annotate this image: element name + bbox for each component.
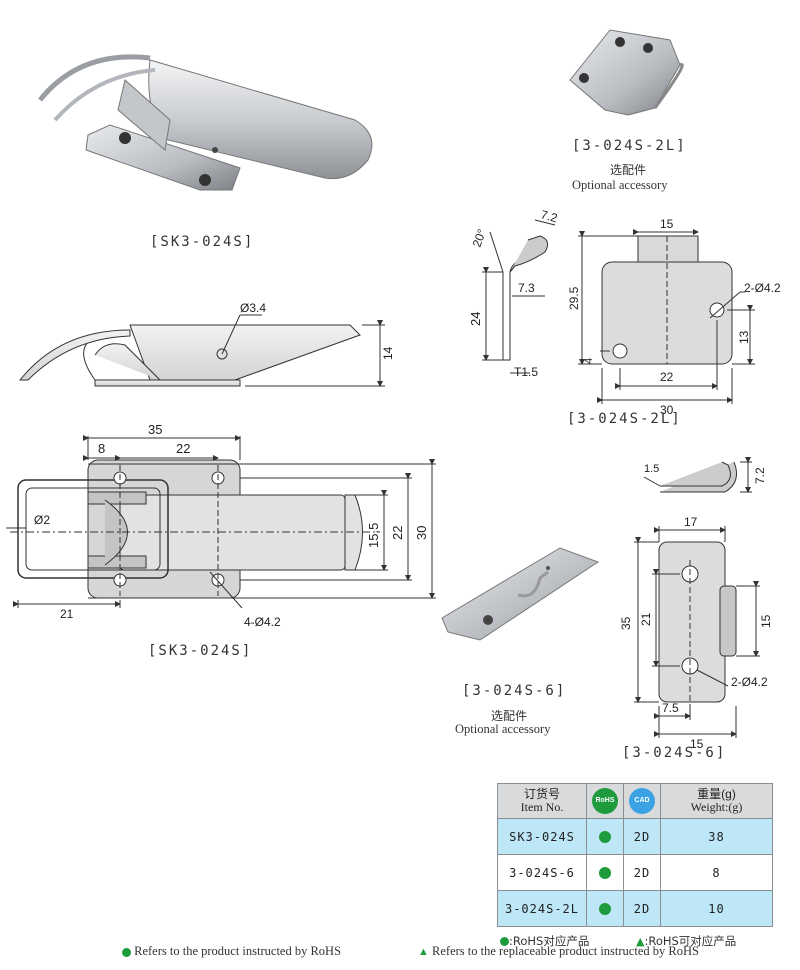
latch-top-drawing	[6, 435, 436, 609]
dim-7-5: 7.5	[662, 701, 679, 715]
cell-rohs	[586, 890, 624, 927]
dim-4: 4	[583, 358, 595, 364]
caption-6-photo: [3-024S-6]	[462, 683, 567, 699]
table-row: 3-024S-2L 2D 10	[497, 890, 773, 927]
dim-7-2: 7.2	[539, 207, 559, 225]
dim-35: 35	[148, 422, 162, 437]
dim-15-v-6: 15	[759, 614, 773, 628]
rohs-dot-icon	[599, 903, 611, 916]
legend-rohs-possible-text: :RoHS可对应产品	[644, 934, 737, 948]
rohs-icon: RoHS	[592, 788, 618, 814]
cell-cad: 2D	[623, 818, 661, 855]
cell-rohs	[586, 854, 624, 891]
plate-6-photo	[441, 547, 600, 641]
bracket-2l-photo	[569, 29, 684, 116]
dim-7-3: 7.3	[518, 281, 535, 295]
dim-height-side: 14	[381, 346, 395, 360]
accessory-note-en-6: Optional accessory	[455, 722, 551, 736]
dim-22-v: 22	[390, 526, 405, 540]
rohs-dot-icon	[599, 867, 611, 880]
legend-rohs-possible: ▲:RoHS可对应产品	[636, 933, 736, 949]
cell-rohs	[586, 818, 624, 855]
cad-icon: CAD	[629, 788, 655, 814]
footer-replaceable: ▲ Refers to the replaceable product inst…	[418, 944, 699, 959]
rohs-dot-icon	[500, 937, 509, 946]
accessory-note-en-2l: Optional accessory	[572, 178, 668, 192]
rohs-dot-icon	[122, 947, 131, 957]
latch-photo	[38, 54, 373, 191]
dim-22: 22	[176, 441, 190, 456]
dim-35-6: 35	[619, 616, 633, 630]
header-item-zh: 订货号	[523, 787, 560, 801]
legend-rohs: :RoHS对应产品	[500, 933, 589, 949]
dim-7-2-6: 7.2	[753, 467, 767, 484]
header-weight-zh: 重量(g)	[697, 787, 736, 801]
dim-13: 13	[737, 330, 751, 344]
footer-rohs: Refers to the product instructed by RoHS	[122, 944, 341, 959]
header-item-en: Item No.	[520, 800, 564, 814]
caption-latch-photo: [SK3-024S]	[150, 234, 255, 250]
dim-15-h-6: 15	[690, 737, 704, 751]
cell-item: 3-024S-6	[497, 854, 587, 891]
dim-8: 8	[98, 441, 105, 456]
cell-cad: 2D	[623, 854, 661, 891]
footer-rohs-text: Refers to the product instructed by RoHS	[134, 944, 342, 958]
dim-d2: Ø2	[34, 513, 50, 527]
dim-hole-side: Ø3.4	[240, 301, 266, 315]
triangle-icon: ▲	[418, 946, 429, 958]
dim-15-5: 15.5	[366, 523, 381, 548]
cell-item: 3-024S-2L	[497, 890, 587, 927]
dim-21: 21	[60, 607, 74, 621]
header-item: 订货号 Item No.	[497, 783, 587, 819]
caption-2l-drawing: [3-024S-2L]	[567, 411, 682, 427]
caption-6-drawing: [3-024S-6]	[622, 745, 727, 761]
cell-weight: 38	[660, 818, 773, 855]
header-weight-en: Weight:(g)	[690, 800, 743, 814]
dim-20deg: 20°	[470, 227, 489, 249]
caption-latch-drawing: [SK3-024S]	[148, 643, 253, 659]
cell-item: SK3-024S	[497, 818, 587, 855]
table-row: SK3-024S 2D 38	[497, 818, 773, 855]
dim-4-holes: 4-Ø4.2	[244, 615, 281, 629]
table-header-row: 订货号 Item No. RoHS CAD 重量(g) Weight:(g)	[497, 783, 773, 819]
triangle-icon: ▲	[636, 935, 645, 948]
header-cad: CAD	[623, 783, 661, 819]
table-row: 3-024S-6 2D 8	[497, 854, 773, 891]
dim-2-holes-6: 2-Ø4.2	[731, 675, 768, 689]
dim-29-5: 29.5	[567, 286, 581, 310]
dim-t1-5: T1.5	[514, 365, 538, 379]
plate-6-side-drawing	[643, 457, 752, 493]
cell-weight: 8	[660, 854, 773, 891]
cell-cad: 2D	[623, 890, 661, 927]
dim-17: 17	[684, 515, 698, 529]
cell-weight: 10	[660, 890, 773, 927]
header-weight: 重量(g) Weight:(g)	[660, 783, 773, 819]
header-rohs: RoHS	[586, 783, 624, 819]
spec-table: 订货号 Item No. RoHS CAD 重量(g) Weight:(g) S…	[497, 783, 773, 927]
accessory-note-zh-6: 选配件	[491, 709, 528, 723]
bracket-2l-front-drawing	[578, 229, 755, 404]
dim-2-holes-2l: 2-Ø4.2	[744, 281, 781, 295]
dim-22-2l: 22	[660, 370, 674, 384]
dim-30-v: 30	[414, 526, 429, 540]
dim-30-2l: 30	[660, 403, 674, 417]
rohs-dot-icon	[599, 831, 611, 844]
bracket-2l-side-drawing	[482, 219, 556, 374]
latch-side-drawing	[18, 314, 385, 387]
legend-rohs-text: :RoHS对应产品	[509, 934, 590, 948]
plate-6-front-drawing	[634, 526, 760, 738]
accessory-note-zh-2l: 选配件	[610, 163, 647, 177]
dim-15-top: 15	[660, 217, 674, 231]
dim-1-5: 1.5	[644, 463, 659, 475]
footer-replaceable-text: Refers to the replaceable product instru…	[432, 944, 699, 958]
dim-21-6: 21	[639, 612, 653, 626]
dim-24: 24	[468, 312, 483, 326]
caption-2l-photo: [3-024S-2L]	[572, 138, 687, 154]
